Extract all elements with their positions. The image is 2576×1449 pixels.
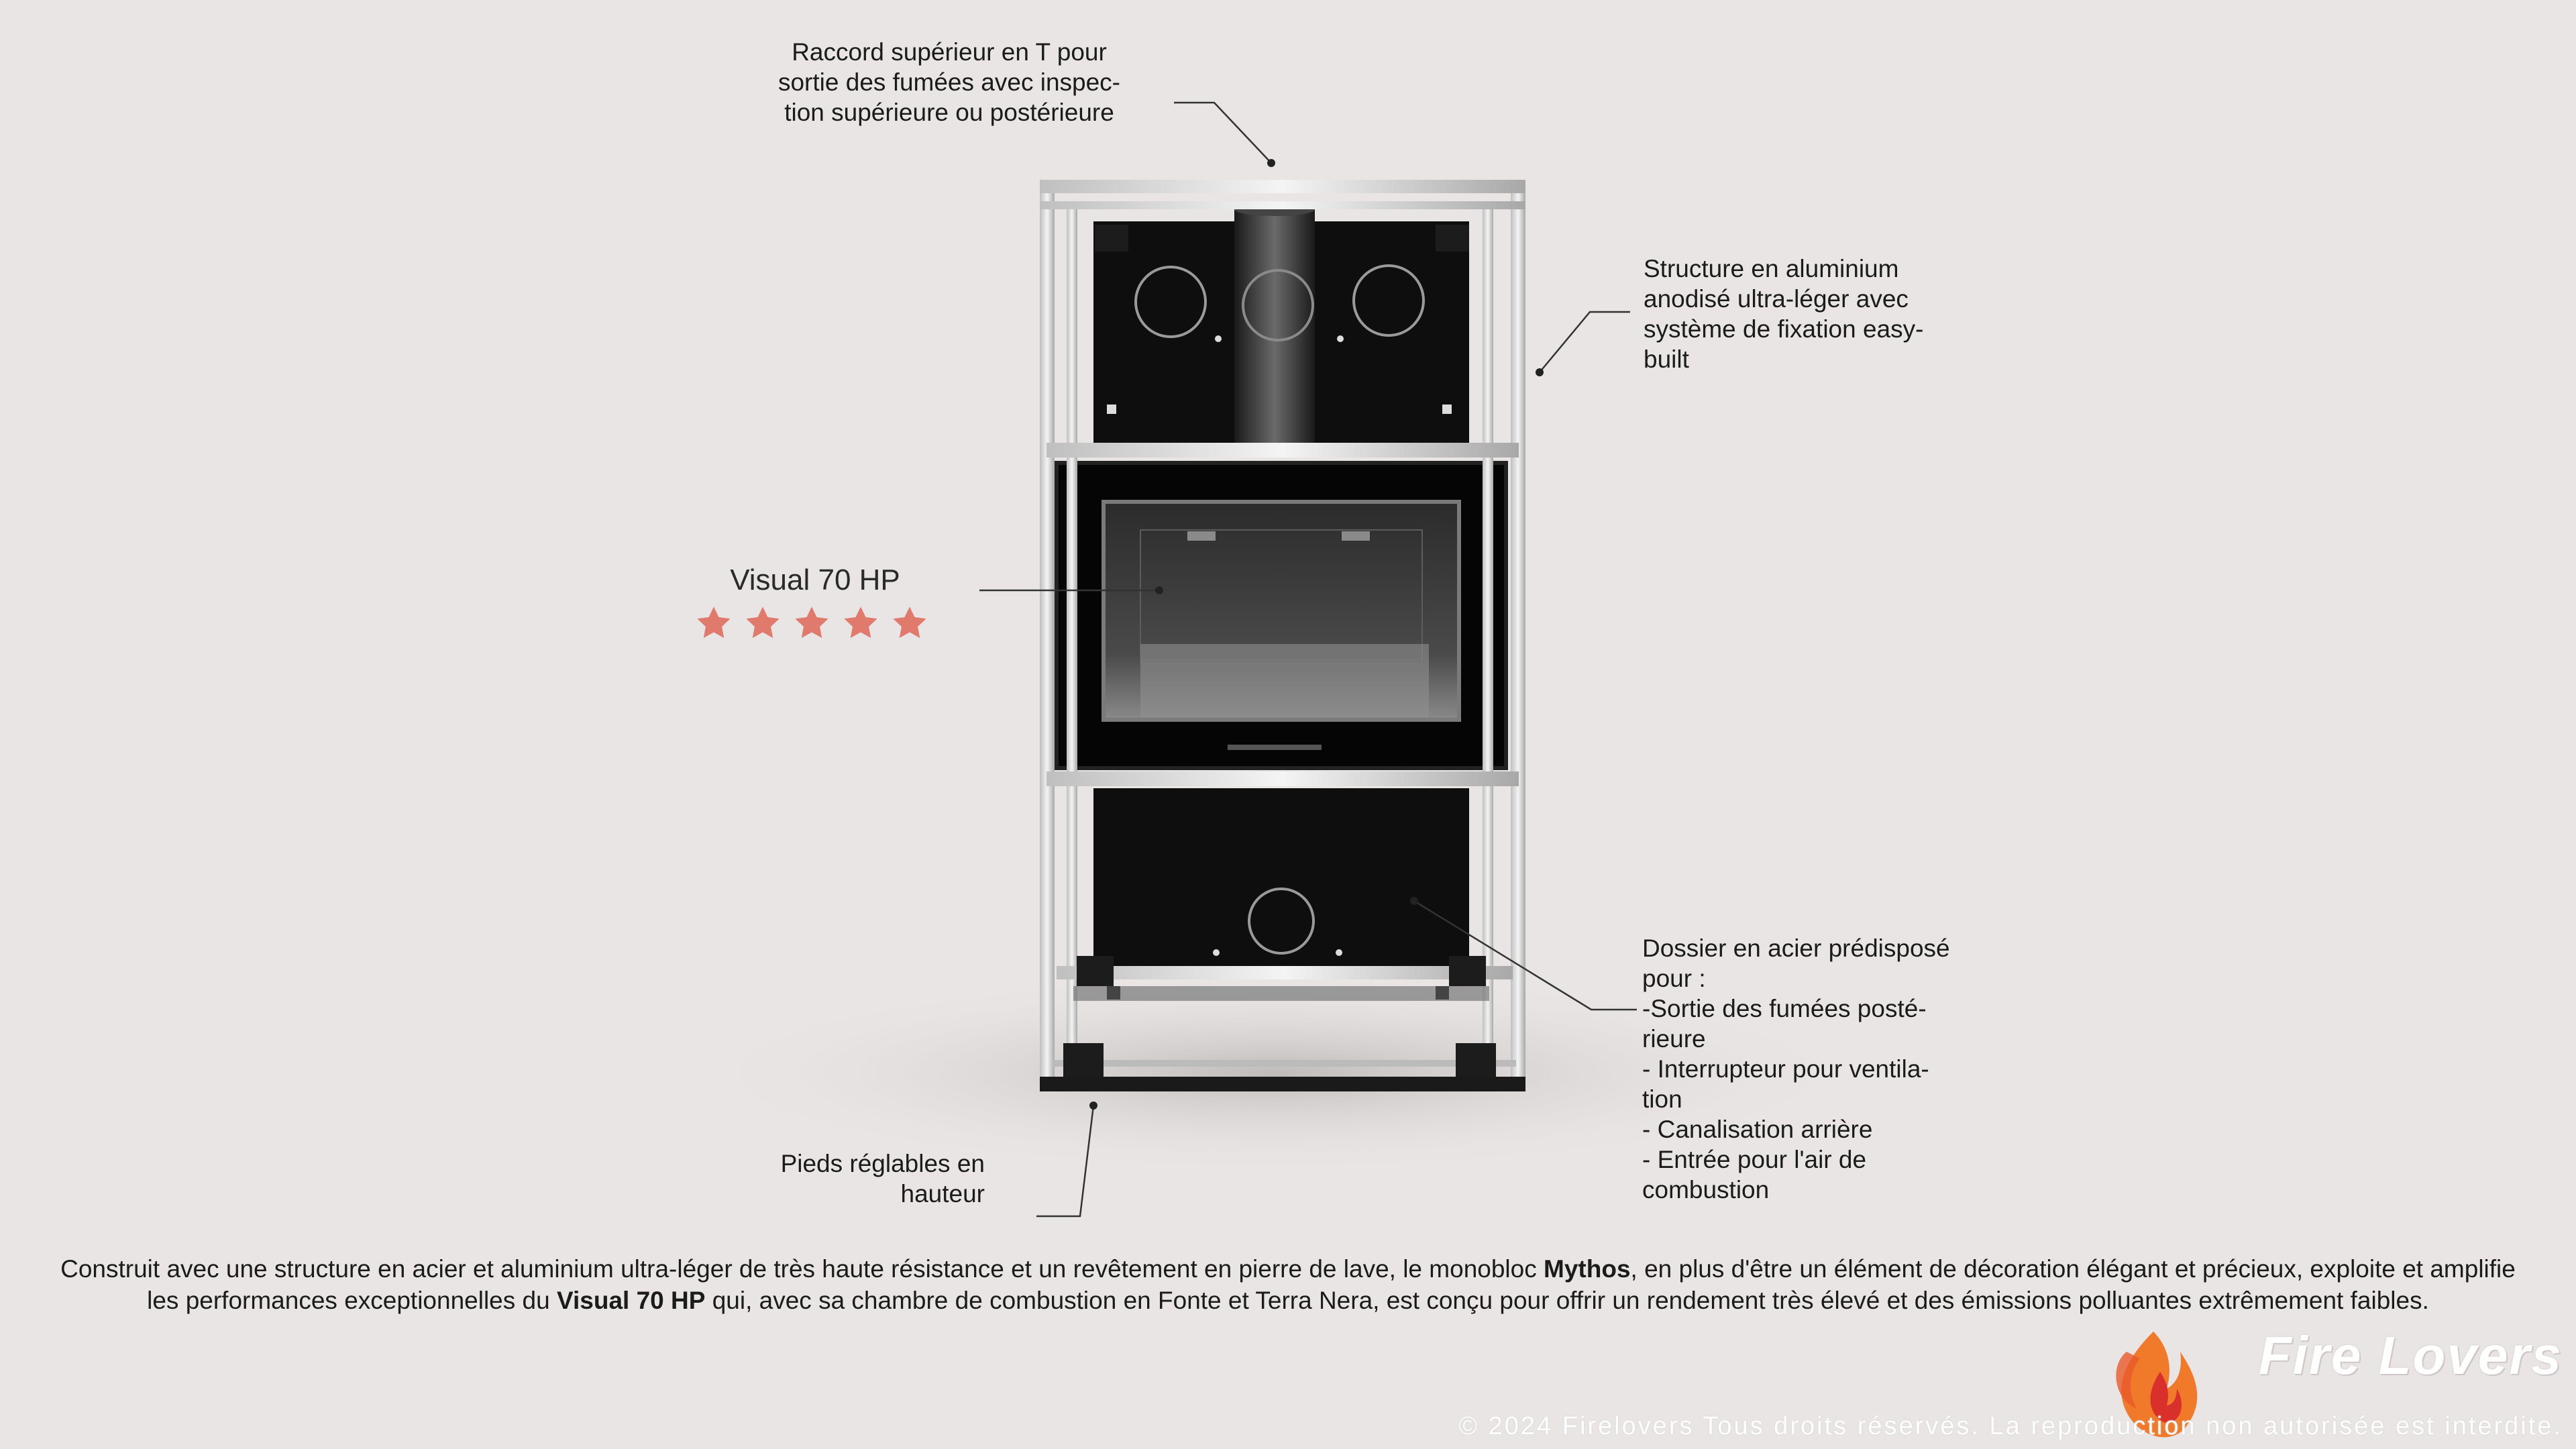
brand-name: Fire Lovers: [2258, 1326, 2563, 1385]
callout-adjustable-feet: Pieds réglables en hauteur: [780, 1150, 985, 1208]
product-name-visual: Visual 70 HP: [556, 1287, 706, 1314]
rating-stars: [694, 604, 929, 643]
brand-logo: Fire Lovers: [2137, 1325, 2563, 1387]
floor-shadow: [684, 973, 1865, 1174]
leader-dossier: [1413, 900, 1637, 1011]
flue-pipe: [1234, 208, 1315, 443]
copyright-notice: © 2024 Firelovers Tous droits réservés. …: [1458, 1412, 2563, 1440]
flame-logo-icon: [2116, 1332, 2198, 1438]
lower-panel: [1093, 788, 1469, 979]
leader-structure: [1539, 311, 1630, 373]
star-icon: [844, 606, 877, 638]
leader-feet: [1036, 1105, 1095, 1218]
callout-steel-back: Dossier en acier prédisposé pour : -Sort…: [1642, 934, 1950, 1203]
product-title: Visual 70 HP: [730, 564, 900, 596]
callout-aluminium-structure: Structure en aluminium anodisé ultra-lég…: [1644, 255, 1924, 373]
star-icon: [746, 606, 780, 638]
aluminium-frame: [1040, 180, 1525, 1089]
product-name-mythos: Mythos: [1544, 1255, 1631, 1283]
star-icon: [795, 606, 828, 638]
product-description: Construit avec une structure en acier et…: [60, 1255, 2516, 1314]
star-icon: [893, 606, 926, 638]
callout-top-connector: Raccord supérieur en T pour sortie des f…: [777, 38, 1120, 126]
leader-top: [1174, 101, 1272, 164]
star-icon: [697, 606, 731, 638]
